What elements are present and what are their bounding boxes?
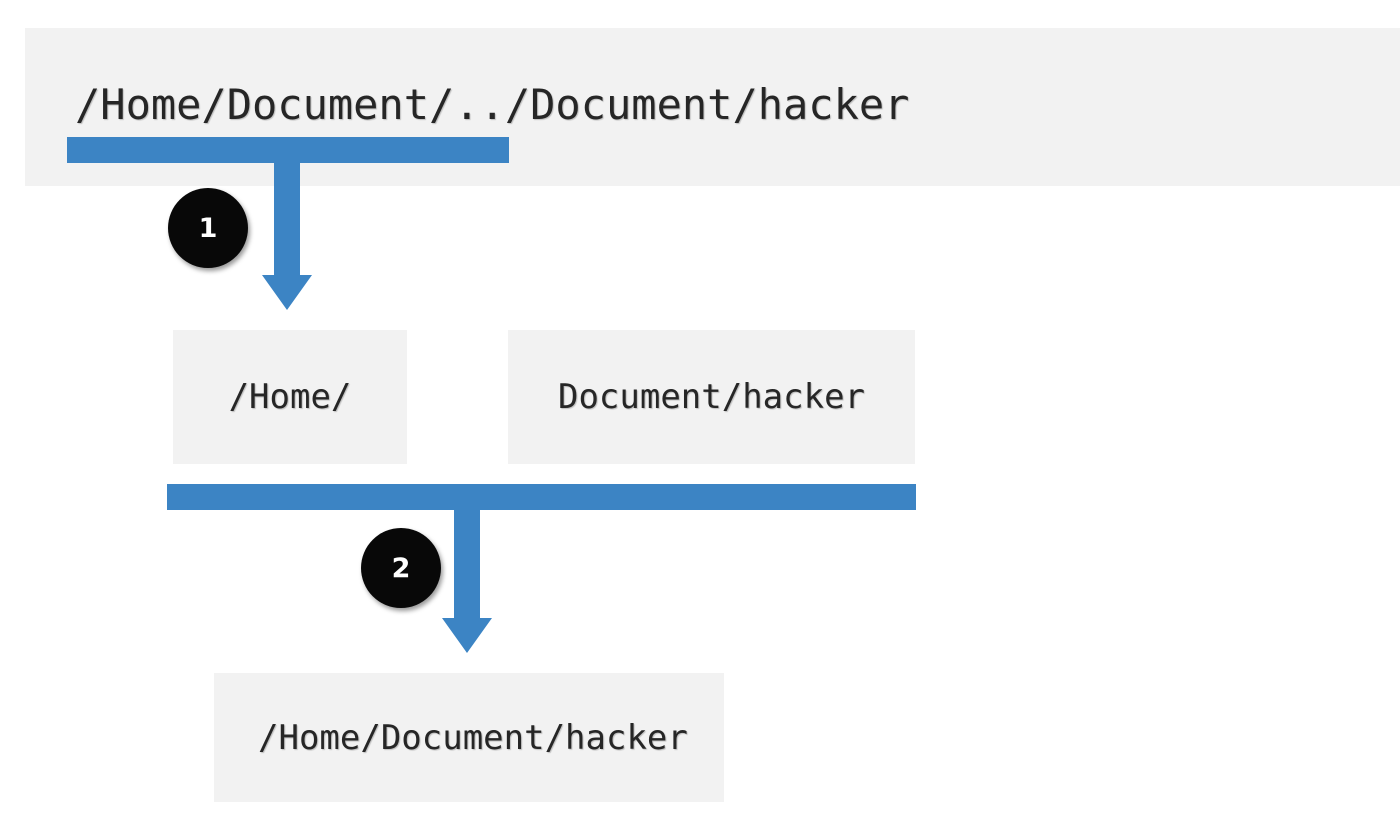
path-segment-box-document: Document/hacker	[508, 330, 915, 464]
step-badge-2-label: 2	[391, 552, 411, 584]
step-badge-1-label: 1	[198, 212, 218, 244]
path-segment-box-document-label: Document/hacker	[557, 377, 866, 417]
arrow-join	[167, 484, 916, 653]
path-segment-box-home: /Home/	[173, 330, 407, 464]
resolved-path-label: /Home/Document/hacker	[258, 717, 688, 758]
input-path-banner: /Home/Document/../Document/hacker	[25, 28, 1400, 186]
resolved-path-box: /Home/Document/hacker	[214, 673, 724, 802]
arrow-join-shape	[167, 484, 916, 653]
step-badge-1: 1	[168, 188, 248, 268]
step-badge-2: 2	[361, 528, 441, 608]
path-segment-box-home-label: /Home/	[228, 377, 352, 417]
input-path-text: /Home/Document/../Document/hacker	[75, 80, 910, 129]
